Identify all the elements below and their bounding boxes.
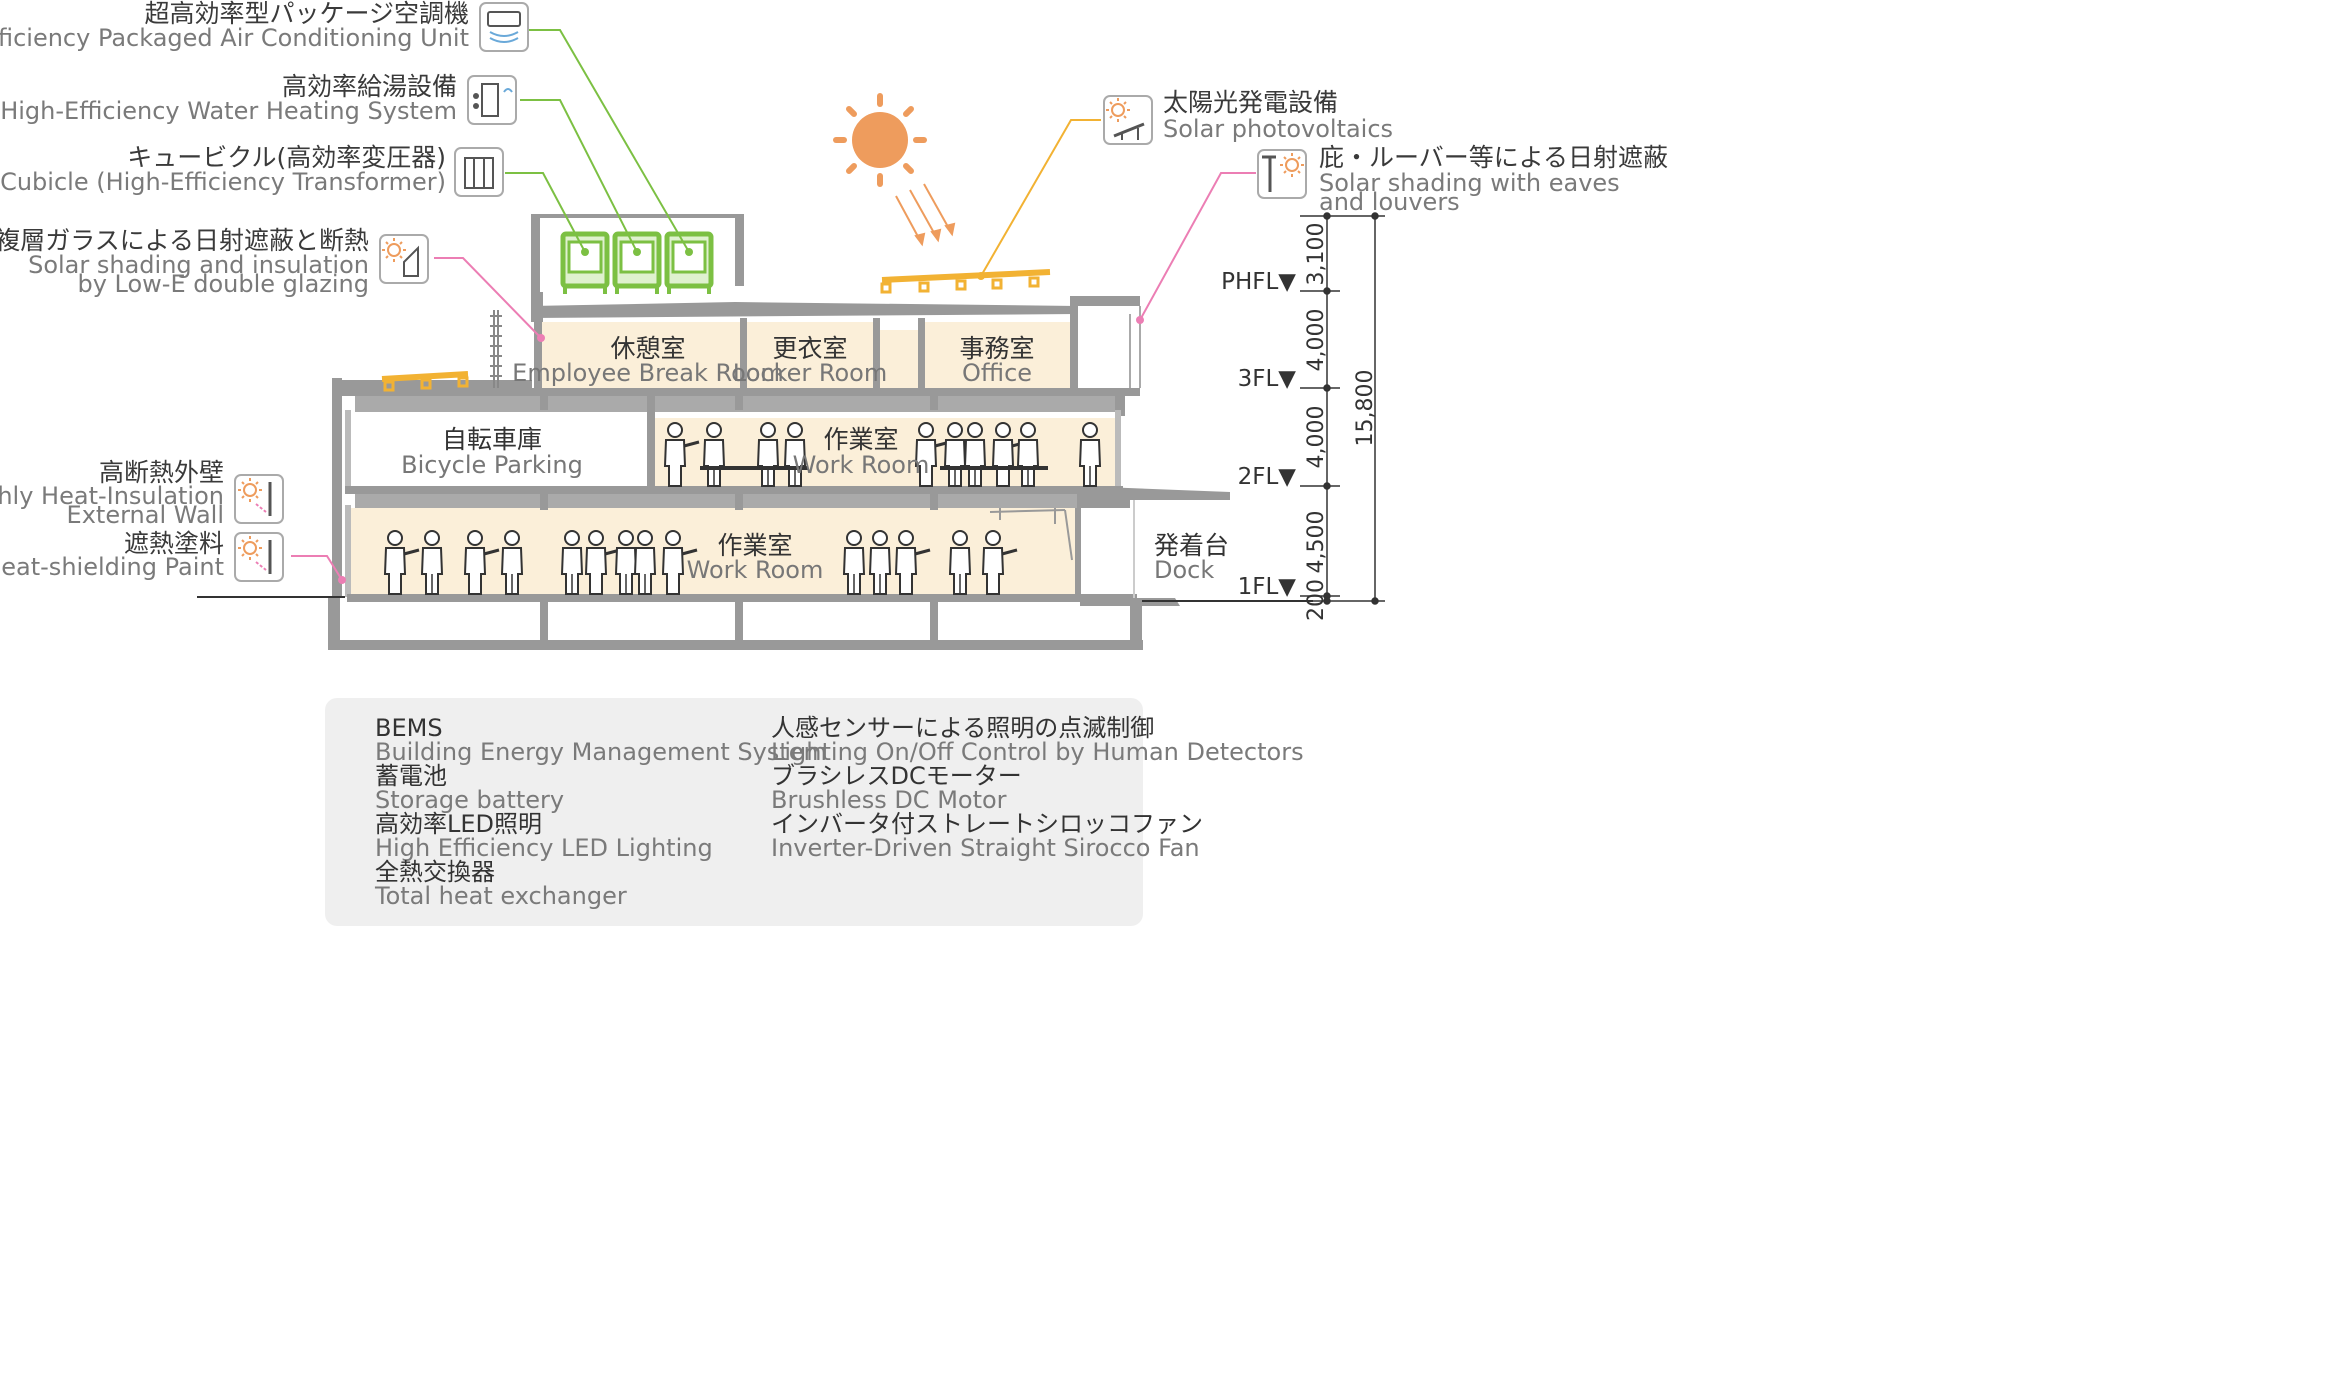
callout-solar-jp: 太陽光発電設備 [1163,88,1338,117]
callout-ac-jp: 超高効率型パッケージ空調機 [144,0,469,28]
legend-item-en: Building Energy Management System [375,738,827,766]
level-1fl: 1FL▼ [1238,574,1297,600]
legend-item-en: Lighting On/Off Control by Human Detecto… [771,738,1304,766]
level-labels: PHFL▼ 3FL▼ 2FL▼ 1FL▼ [1221,269,1296,600]
callout-wall-jp: 高断熱外壁 [99,458,224,487]
room-locker-en: Locker Room [733,359,887,387]
callout-water-jp: 高効率給湯設備 [282,72,457,101]
callout-eaves-en2: and louvers [1319,188,1460,216]
callout-eaves-jp: 庇・ルーバー等による日射遮蔽 [1319,143,1668,172]
dim-3100: 3,100 [1304,223,1329,286]
legend-item-en: Total heat exchanger [374,882,627,910]
dimension-labels: 3,100 4,000 4,000 4,500 200 15,800 [1304,223,1378,621]
legend-item-jp: 人感センサーによる照明の点滅制御 [771,714,1154,742]
air-conditioner-icon [479,2,529,52]
room-dock-jp: 発着台 [1154,531,1229,560]
callout-cubicle-en: Cubicle (High-Efficiency Transformer) [0,168,446,196]
callout-solar-en: Solar photovoltaics [1163,115,1393,143]
room-break-jp: 休憩室 [610,334,685,363]
callout-texts: 超高効率型パッケージ空調機 Ultra-High-Efficiency Pack… [0,0,1668,581]
level-3fl: 3FL▼ [1238,366,1297,392]
workers-2f [663,421,1101,488]
callout-ac-en: Ultra-High-Efficiency Packaged Air Condi… [0,24,469,52]
room-fill-office [924,322,1074,388]
room-fill-break [541,322,743,388]
room-fill-work2 [654,418,1117,486]
dimension-lines [1300,212,1385,605]
dim-200: 200 [1304,579,1329,621]
room-break-en: Employee Break Room [512,359,784,387]
legend-item-jp: 高効率LED照明 [375,810,542,838]
callout-paint-jp: 遮熱塗料 [124,529,224,558]
room-bicycle-en: Bicycle Parking [401,451,583,479]
heat-paint-icon [234,532,284,582]
sun-icon [833,93,927,187]
legend-item-en: High Efficiency LED Lighting [375,834,713,862]
room-office-en: Office [962,359,1032,387]
room-work1-en: Work Room [687,556,824,584]
solar-pv-icon [1103,95,1153,145]
legend-item-jp: インバータ付ストレートシロッコファン [771,810,1203,838]
legend-item-en: Brushless DC Motor [771,786,1007,814]
callout-cubicle-jp: キュービクル(高効率変圧器) [127,143,446,172]
legend-item-en: Inverter-Driven Straight Sirocco Fan [771,834,1200,862]
solar-panels-roof [880,269,1051,294]
dim-4000-a: 4,000 [1304,309,1329,372]
room-work1-jp: 作業室 [717,531,792,560]
ac-unit-2 [615,234,659,294]
legend-item-jp: ブラシレスDCモーター [771,762,1022,790]
room-fill-locker [747,322,875,388]
room-dock-en: Dock [1154,556,1214,584]
callout-lowe-jp: Low‐E複層ガラスによる日射遮蔽と断熱 [0,226,369,255]
room-bicycle-jp: 自転車庫 [442,425,542,454]
leader-lines [291,29,1256,584]
transformer-icon [454,147,504,197]
conveyor [989,508,1073,561]
low-e-glass-icon [379,234,429,284]
legend-box: BEMS Building Energy Management System 蓄… [325,698,1304,926]
callout-eaves-en1: Solar shading with eaves [1319,169,1620,197]
room-locker-jp: 更衣室 [772,334,847,363]
legend-item-jp: 蓄電池 [375,762,447,790]
callout-lowe-en2: by Low-E double glazing [77,270,369,298]
room-office-jp: 事務室 [959,334,1034,363]
room-fill-mid [879,330,920,388]
callout-lowe-en1: Solar shading and insulation [28,251,369,279]
dim-4500: 4,500 [1304,511,1329,574]
legend-item-jp: 全熱交換器 [375,858,495,886]
legend-item-en: Storage battery [375,786,564,814]
sun-rays [895,183,956,247]
ac-unit-1 [563,234,607,294]
room-work2-en: Work Room [793,451,930,479]
water-heater-icon [467,75,517,125]
room-work2-jp: 作業室 [823,425,898,454]
callout-paint-en: Heat-shielding Paint [0,553,224,581]
level-2fl: 2FL▼ [1238,464,1297,490]
dim-4000-b: 4,000 [1304,406,1329,469]
legend-item-jp: BEMS [375,714,443,742]
level-phfl: PHFL▼ [1221,269,1296,295]
callout-water-en: High-Efficiency Water Heating System [0,97,457,125]
external-wall-icon [234,474,284,524]
building-section [197,214,1313,650]
dim-total: 15,800 [1353,370,1378,447]
room-labels: 休憩室 Employee Break Room 更衣室 Locker Room … [401,334,1229,584]
ac-unit-3 [667,234,711,294]
callout-wall-en1: Highly Heat-Insulation [0,482,224,510]
solar-panels-low-roof [381,371,469,392]
callout-wall-en2: External Wall [67,501,224,529]
eaves-louver-icon [1257,149,1307,199]
